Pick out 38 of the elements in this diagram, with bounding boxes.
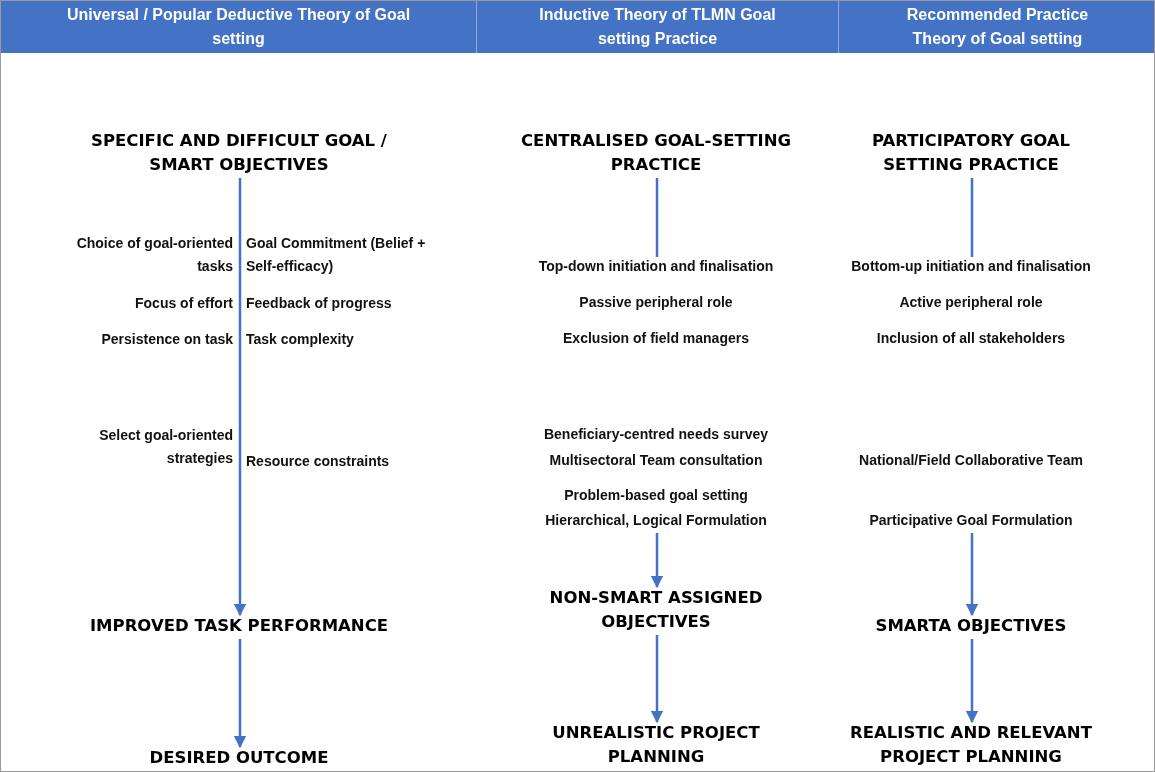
factor-text: Exclusion of field managers <box>562 329 750 348</box>
factor-text: Resource constraints <box>246 452 391 471</box>
factor-text: Hierarchical, Logical Formulation <box>544 511 768 530</box>
factor-text: Goal Commitment (Belief + Self-efficacy) <box>246 234 426 276</box>
factor-text: Active peripheral role <box>898 293 1044 312</box>
stage-heading: UNREALISTIC PROJECT PLANNING <box>506 721 806 769</box>
factor-text: Problem-based goal setting <box>563 486 749 505</box>
factor-text: Inclusion of all stakeholders <box>875 329 1067 348</box>
arrow <box>650 635 664 724</box>
stage-heading: NON-SMART ASSIGNED OBJECTIVES <box>506 586 806 634</box>
stage-heading: DESIRED OUTCOME <box>59 746 419 770</box>
arrow <box>233 178 247 617</box>
factor-text: Focus of effort <box>134 294 233 313</box>
stage-heading: CENTRALISED GOAL-SETTING PRACTICE <box>506 129 806 177</box>
factor-text: Choice of goal-oriented tasks <box>75 234 233 276</box>
factor-text: Bottom-up initiation and finalisation <box>850 257 1092 276</box>
factor-text: Passive peripheral role <box>578 293 734 312</box>
arrow <box>233 639 247 749</box>
stage-heading: SPECIFIC AND DIFFICULT GOAL / SMART OBJECTIVES <box>59 129 419 177</box>
stage-heading: IMPROVED TASK PERFORMANCE <box>59 614 419 638</box>
column-header: Universal / Popular Deductive Theory of Goal setting <box>1 1 476 53</box>
stage-heading: REALISTIC AND RELEVANT PROJECT PLANNING <box>831 721 1111 769</box>
factor-text: Persistence on task <box>100 330 233 349</box>
arrow <box>965 639 979 724</box>
column-header: Inductive Theory of TLMN Goal setting Practice <box>476 1 838 53</box>
factor-text: Top-down initiation and finalisation <box>537 257 775 276</box>
factor-text: Select goal-oriented strategies <box>98 426 233 468</box>
column-header: Recommended Practice Theory of Goal setting <box>838 1 1154 53</box>
factor-text: Beneficiary-centred needs survey <box>542 425 770 444</box>
factor-text: Task complexity <box>246 330 355 349</box>
arrow <box>965 533 979 617</box>
factor-text: Feedback of progress <box>246 294 393 313</box>
stage-heading: SMARTA OBJECTIVES <box>831 614 1111 638</box>
stage-heading: PARTICIPATORY GOAL SETTING PRACTICE <box>831 129 1111 177</box>
factor-text: National/Field Collaborative Team <box>858 451 1084 470</box>
factor-text: Participative Goal Formulation <box>868 511 1074 530</box>
arrow <box>650 533 664 589</box>
factor-text: Multisectoral Team consultation <box>548 451 764 470</box>
